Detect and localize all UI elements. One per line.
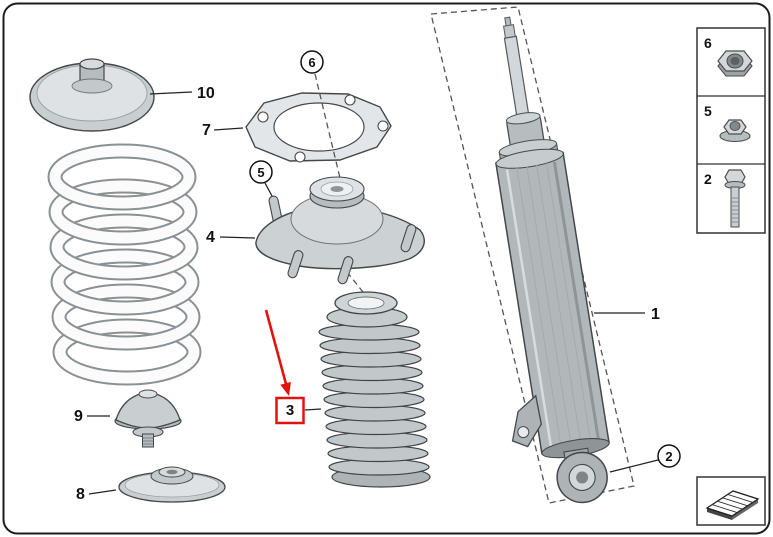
leader-line-5 xyxy=(264,182,273,197)
highlight-arrow-shaft xyxy=(264,309,288,385)
leader-line-3 xyxy=(304,408,322,411)
svg-text:6: 6 xyxy=(704,35,712,51)
svg-text:6: 6 xyxy=(308,55,315,70)
callout-8[interactable]: 8 xyxy=(76,486,85,503)
callout-1[interactable]: 1 xyxy=(651,306,660,323)
lower-spring-pad xyxy=(118,466,226,503)
leader-line-8 xyxy=(88,489,117,495)
gasket-plate xyxy=(245,92,392,163)
callout-4[interactable]: 4 xyxy=(206,229,215,246)
centerline-6-to-bearing xyxy=(314,73,341,179)
callout-7[interactable]: 7 xyxy=(202,122,211,139)
svg-text:5: 5 xyxy=(704,103,712,119)
legend-item-6[interactable]: 6 xyxy=(704,35,753,77)
callout-9[interactable]: 9 xyxy=(74,408,83,425)
callout-5[interactable]: 5 xyxy=(249,160,273,184)
leader-line-10 xyxy=(149,91,193,95)
svg-text:2: 2 xyxy=(704,171,712,187)
upper-spring-plate xyxy=(29,58,155,132)
shock-absorber xyxy=(495,16,610,504)
legend-box: 6 5 2 xyxy=(696,27,766,234)
leader-line-2 xyxy=(609,459,659,473)
hex-nut-icon xyxy=(717,50,753,77)
coil-spring xyxy=(47,143,202,386)
highlight-box xyxy=(275,396,305,425)
legend-item-5[interactable]: 5 xyxy=(704,103,751,143)
callout-10[interactable]: 10 xyxy=(197,85,215,102)
svg-text:5: 5 xyxy=(257,165,264,180)
dust-boot xyxy=(318,291,431,488)
callout-6[interactable]: 6 xyxy=(300,50,324,74)
legend-item-2[interactable]: 2 xyxy=(704,169,746,228)
direction-box[interactable] xyxy=(696,476,766,526)
callout-3[interactable]: 3 xyxy=(286,402,294,419)
support-bearing xyxy=(255,176,425,285)
centerline-bearing-to-boot xyxy=(346,271,364,293)
leader-line-4 xyxy=(219,236,256,239)
leader-line-7 xyxy=(213,127,244,131)
flange-nut-icon xyxy=(719,119,751,143)
bump-stop xyxy=(114,389,182,448)
direction-indicator-icon xyxy=(705,490,760,520)
svg-text:2: 2 xyxy=(665,449,672,464)
highlight-arrow-icon xyxy=(280,382,291,396)
shock-absorber-boundary xyxy=(430,6,635,504)
highlight-part-3: 3 xyxy=(264,309,322,425)
hex-bolt-icon xyxy=(724,169,746,228)
callout-2[interactable]: 2 xyxy=(657,444,681,468)
